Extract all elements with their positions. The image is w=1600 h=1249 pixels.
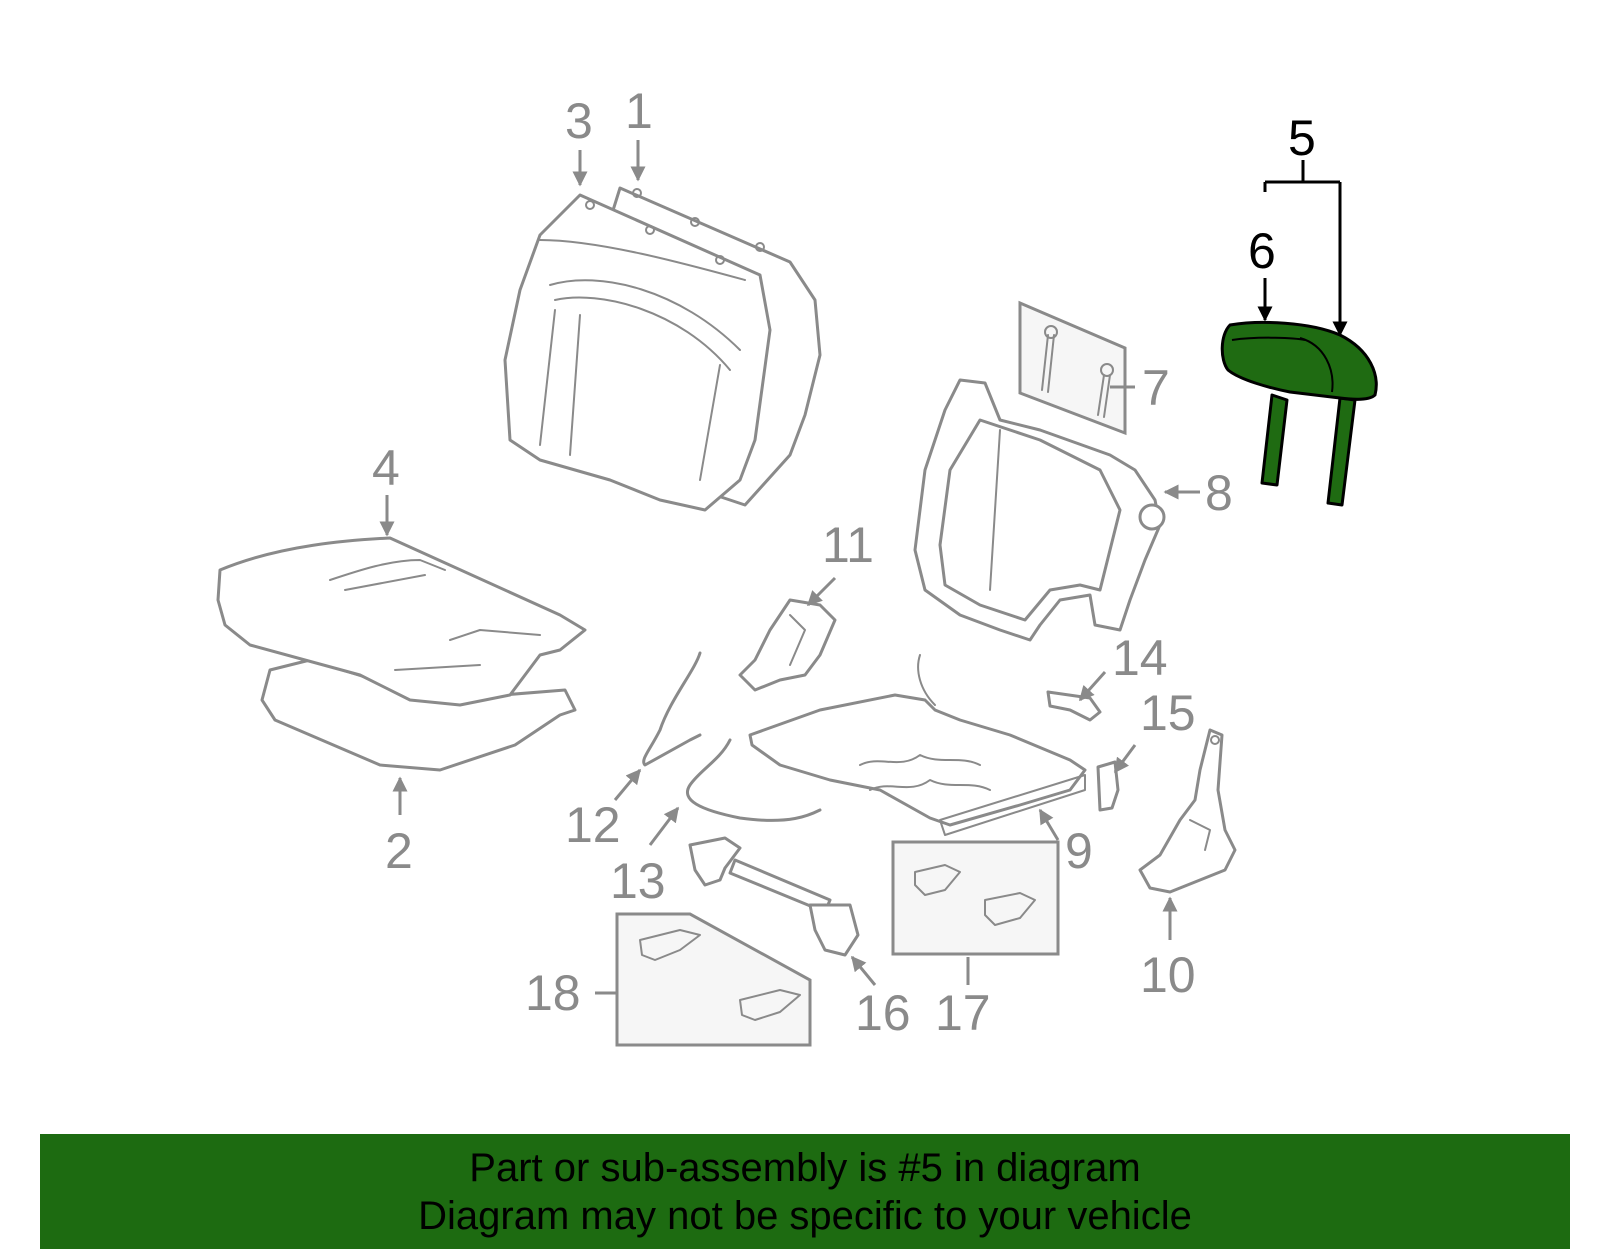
callout-14: 14: [1112, 630, 1168, 686]
release-cables: [642, 651, 822, 822]
seat-back-assembly: [503, 186, 822, 512]
banner-line-1: Part or sub-assembly is #5 in diagram: [469, 1146, 1141, 1190]
callout-1: 1: [625, 83, 653, 139]
info-banner: Part or sub-assembly is #5 in diagram Di…: [40, 1134, 1570, 1249]
headrest-part-5: [1220, 321, 1378, 507]
callout-16: 16: [855, 985, 911, 1041]
seat-cushion-assembly: [216, 536, 587, 772]
seat-cushion-frame: [748, 654, 1087, 836]
seat-rail: [688, 836, 860, 957]
bolt-kit-box: [1018, 300, 1127, 436]
callout-13: 13: [610, 853, 666, 909]
callout-labels: 1 3 4 2 5 6 7 8 11 12 13 14 15 9 10 16 1…: [372, 83, 1316, 1041]
callout-18: 18: [525, 965, 581, 1021]
seat-back-frame: [913, 378, 1166, 642]
callout-10: 10: [1140, 947, 1196, 1003]
callout-7: 7: [1142, 360, 1170, 416]
callout-4: 4: [372, 440, 400, 496]
bracket-kit-box-2: [615, 912, 812, 1047]
side-trim-cover: [738, 598, 837, 692]
bracket-kit-box: [891, 840, 1060, 956]
callout-2: 2: [385, 823, 413, 879]
callout-8: 8: [1205, 465, 1233, 521]
callout-15: 15: [1140, 685, 1196, 741]
leader-lines: [379, 140, 1348, 995]
callout-9: 9: [1065, 823, 1093, 879]
callout-12: 12: [565, 797, 621, 853]
small-cover: [1096, 760, 1120, 812]
callout-11: 11: [822, 517, 874, 573]
callout-5: 5: [1288, 110, 1316, 166]
callout-17: 17: [935, 985, 991, 1041]
recliner-bracket: [1138, 728, 1237, 894]
banner-line-2: Diagram may not be specific to your vehi…: [418, 1194, 1192, 1238]
clip-part: [1046, 690, 1102, 722]
callout-6: 6: [1248, 223, 1276, 279]
callout-3: 3: [565, 93, 593, 149]
